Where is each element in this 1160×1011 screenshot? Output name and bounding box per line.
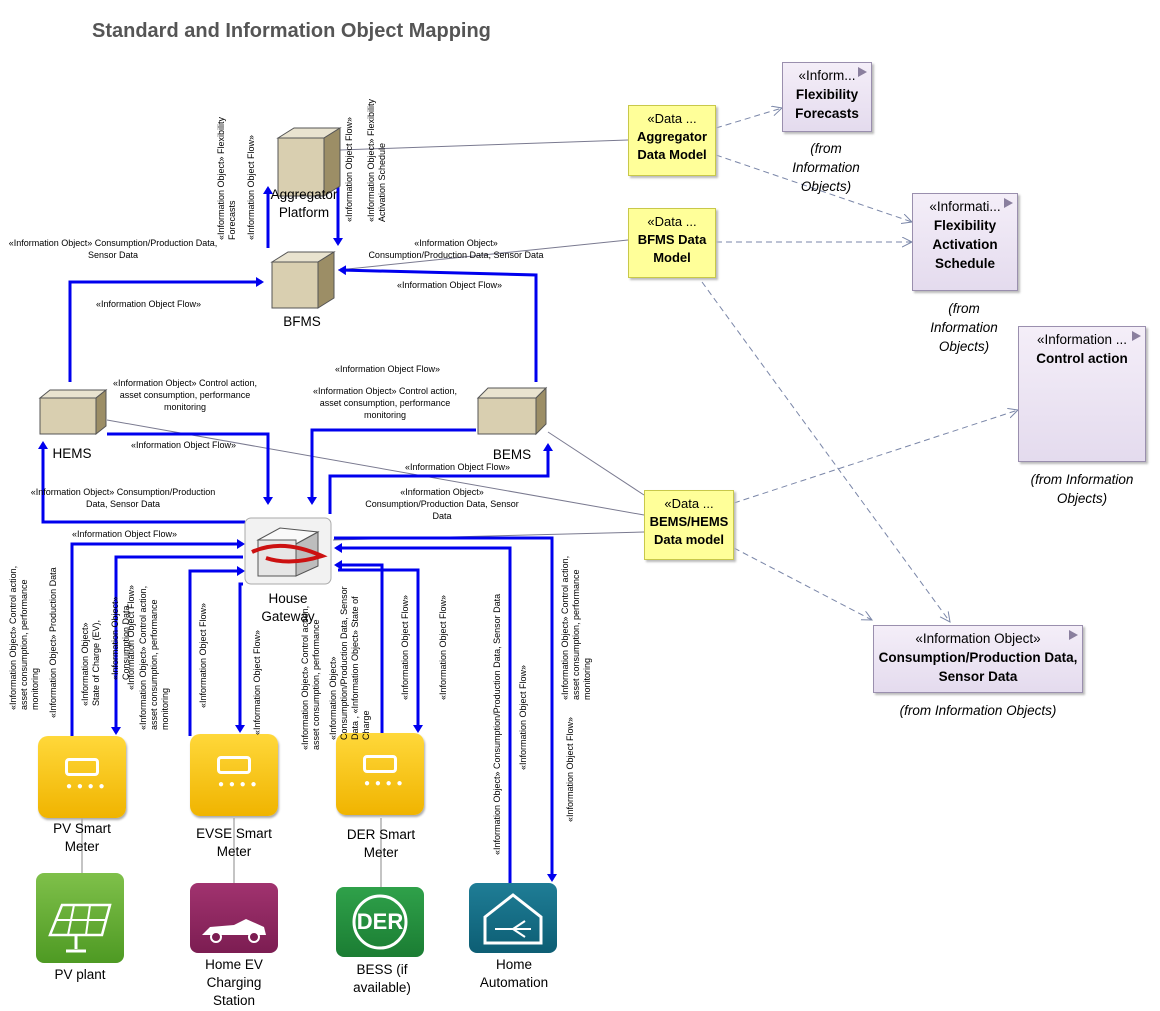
edge-label-hems-bfms-flow: «Information Object Flow» [96, 299, 202, 309]
vlabel-ha-flow-1: «Information Object Flow» [518, 664, 528, 770]
ev-charging-icon[interactable] [190, 883, 278, 953]
vlabel-pv-soc: «Information Object» State of Charge (EV… [80, 619, 101, 706]
page-title: Standard and Information Object Mapping [92, 20, 491, 42]
vlabel-ha-flow-2: «Information Object Flow» [565, 716, 575, 822]
server-bfms-icon[interactable] [270, 251, 336, 309]
flow-arrows [38, 185, 557, 884]
forecasts-from: (from Information Objects) [792, 141, 860, 194]
consumption-production-box[interactable]: «Information Object» Consumption/Product… [873, 625, 1083, 693]
bems-label: BEMS [492, 447, 532, 462]
server-bems-icon[interactable] [476, 386, 548, 436]
schedule-from: (from Information Objects) [930, 301, 998, 354]
vlabel-pv-flow: «Information Object Flow» [126, 584, 136, 690]
home-automation-label: Home Automation [479, 957, 549, 990]
pv-plant-icon[interactable] [36, 873, 124, 963]
edge-label-hems-bfms-object: «Information Object» Consumption/Product… [8, 238, 218, 260]
evse-meter-label: EVSE Smart Meter [196, 826, 272, 859]
gateway-label: House Gateway [261, 591, 315, 624]
edge-label-gw-hems-object: «Information Object» Consumption/Product… [30, 487, 216, 509]
der-icon[interactable]: DER [336, 887, 424, 957]
pv-smart-meter-icon[interactable]: ● ● ● ● [38, 736, 126, 818]
edge-label-hems-gw-object: «Information Object» Control action, ass… [112, 378, 258, 412]
aggregator-data-model-note[interactable]: «Data ... Aggregator Data Model [628, 105, 716, 176]
pv-meter-label: PV Smart Meter [53, 821, 111, 854]
vlabel-evse-flow-2: «Information Object Flow» [252, 629, 262, 735]
der-meter-label: DER Smart Meter [346, 827, 416, 860]
edge-label-bems-gw-flow-top: «Information Object Flow» [335, 364, 441, 374]
flexibility-forecasts-box[interactable]: «Inform... Flexibility Forecasts [782, 62, 872, 132]
edge-label-gw-bems-flow: «Information Object Flow» [405, 462, 511, 472]
vlabel-der-consumption: «Information Object» Consumption/Product… [328, 586, 371, 740]
control-from: (from Information Objects) [1030, 472, 1134, 506]
ev-station-label: Home EV Charging Station [205, 957, 263, 1008]
bess-label: BESS (if available) [353, 962, 411, 995]
hems-label: HEMS [52, 446, 92, 461]
vlabel-pv-control: «Information Object» Control action, ass… [8, 565, 40, 710]
evse-smart-meter-icon[interactable]: ● ● ● ● [190, 734, 278, 816]
vlabel-agg-schedule: «Information Object» Flexibility Activat… [366, 98, 387, 222]
server-hems-icon[interactable] [38, 388, 108, 436]
server-aggregator-icon[interactable] [276, 127, 342, 197]
vlabel-ha-consumption: «Information Object» Consumption/Product… [492, 593, 502, 855]
aggregator-label: Aggregator Platform [270, 187, 338, 220]
der-smart-meter-icon[interactable]: ● ● ● ● [336, 733, 424, 815]
edge-label-hems-gw-flow: «Information Object Flow» [131, 440, 237, 450]
edge-label-bems-bfms-flow: «Information Object Flow» [397, 280, 503, 290]
vlabel-der-flow-1: «Information Object Flow» [400, 594, 410, 700]
pv-plant-label: PV plant [54, 967, 106, 982]
vlabel-pv-control-2: «Information Object» Control action, ass… [138, 585, 170, 730]
der-logo-text: DER [356, 909, 404, 934]
bems-hems-data-model-note[interactable]: «Data ... BEMS/HEMS Data model [644, 490, 734, 560]
dependency-lines [701, 108, 1018, 622]
edge-label-gw-bems-object: «Information Object» Consumption/Product… [365, 487, 519, 521]
edge-label-gw-hems-flow: «Information Object Flow» [72, 529, 178, 539]
control-action-box[interactable]: «Information ... Control action [1018, 326, 1146, 462]
edge-label-bems-bfms-object: «Information Object» Consumption/Product… [368, 238, 544, 260]
bfms-data-model-note[interactable]: «Data ... BFMS Data Model [628, 208, 716, 278]
consumption-from: (from Information Objects) [899, 703, 1057, 718]
house-gateway-icon[interactable] [244, 517, 332, 585]
vlabel-agg-forecasts: «Information Object» Flexibility Forecas… [216, 116, 237, 240]
vlabel-agg-flow-1: «Information Object Flow» [246, 134, 256, 240]
vlabel-der-flow-2: «Information Object Flow» [438, 594, 448, 700]
edge-label-bems-gw-object: «Information Object» Control action, ass… [312, 386, 458, 420]
vlabel-pv-production: «Information Object» Production Data [48, 567, 58, 718]
vlabel-ha-control: «Information Object» Control action, ass… [560, 555, 592, 700]
bfms-label: BFMS [283, 314, 321, 329]
flexibility-schedule-box[interactable]: «Informati... Flexibility Activation Sch… [912, 193, 1018, 291]
vlabel-agg-flow-2: «Information Object Flow» [344, 116, 354, 222]
association-lines [106, 139, 645, 541]
vlabel-der-control: «Information Object» Control action, ass… [300, 605, 321, 750]
home-automation-icon[interactable] [469, 883, 557, 953]
vlabel-evse-flow-1: «Information Object Flow» [198, 602, 208, 708]
